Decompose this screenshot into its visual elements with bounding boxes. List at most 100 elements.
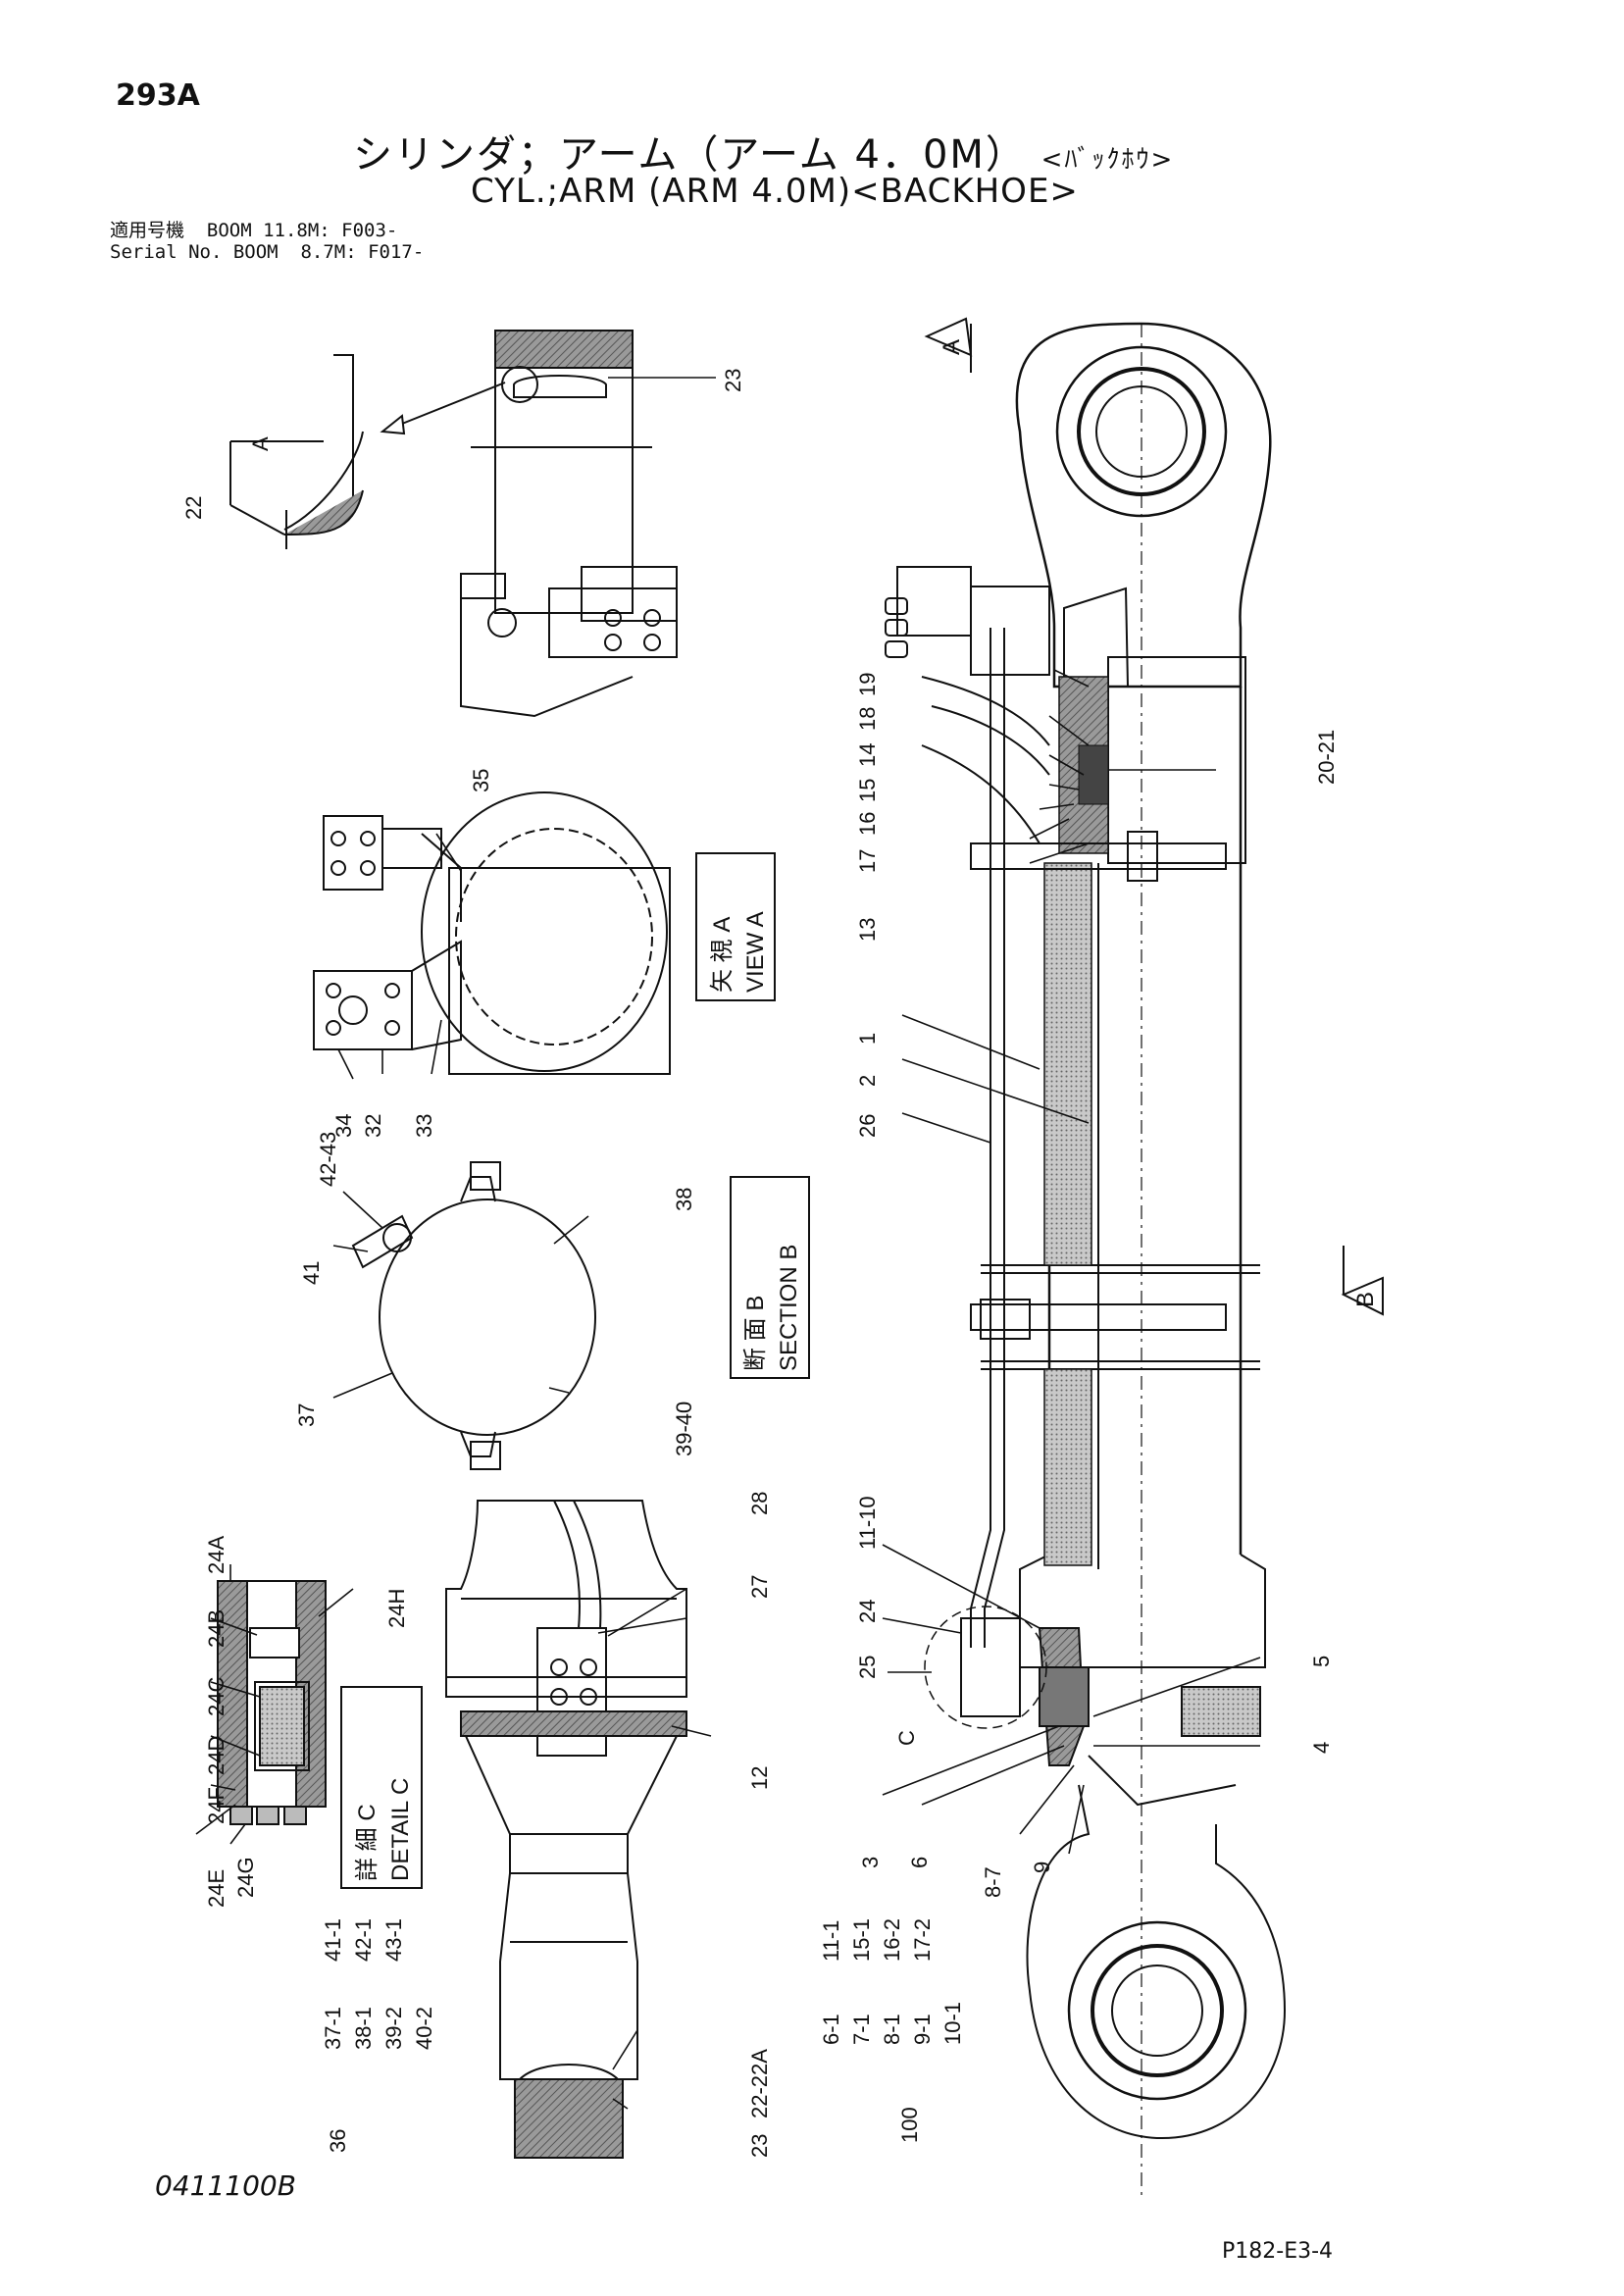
view-a-label-en: VIEW A [742,911,769,993]
callout-42-43: 42-43 [316,1132,340,1187]
callout-17: 17 [855,849,880,873]
title-japanese: シリンダ；アーム（アーム 4．0M） <ﾊﾞｯｸﾎｳ> [353,123,1174,179]
title-japanese-main: シリンダ；アーム（アーム 4．0M） [353,132,1027,178]
arrow-a-letter: A [939,339,965,355]
section-b-label-en: SECTION B [776,1245,802,1371]
callout-24d: 24D [204,1736,228,1775]
view-a-label-box [695,852,776,1001]
callout-36: 36 [326,2129,350,2153]
detail-c-drawing [217,1580,327,1825]
serial-line-2: Serial No. BOOM 8.7M: F017- [110,241,425,263]
callout-23-bottom: 23 [747,2134,772,2158]
kit-36-item-6: 42-1 [351,1918,376,1962]
callout-22-22a: 22-22A [747,2049,772,2118]
callout-24e: 24E [204,1869,228,1908]
view-a-drawing [229,330,678,718]
callout-24c: 24C [204,1677,228,1716]
kit-36-item-7: 43-1 [381,1918,406,1962]
kit-100-item-7: 15-1 [849,1918,874,1962]
callout-26: 26 [855,1114,880,1138]
callout-1: 1 [855,1033,880,1045]
callout-22: 22 [181,496,206,520]
serial-line-1: 適用号機 BOOM 11.8M: F003- [110,220,398,241]
kit-100-item-5: 10-1 [940,2002,965,2045]
callout-24g: 24G [233,1857,258,1898]
kit-100-item-9: 17-2 [910,1918,935,1962]
callout-5: 5 [1309,1656,1334,1667]
detail-c-marker [924,1606,1047,1729]
callout-small-a: A [248,436,273,451]
callout-3: 3 [858,1857,883,1868]
callout-32: 32 [361,1114,385,1138]
page-number: 293A [116,78,200,113]
kit-36-item-4: 40-2 [412,2007,436,2050]
callout-34: 34 [331,1114,356,1138]
callout-12: 12 [747,1766,772,1790]
callout-38: 38 [672,1188,696,1211]
callout-14: 14 [855,743,880,767]
serial-info: 適用号機 BOOM 11.8M: F003- Serial No. BOOM 8… [110,220,424,263]
kit-100-item-8: 16-2 [880,1918,904,1962]
callout-24: 24 [855,1600,880,1623]
callout-35: 35 [469,769,493,792]
kit-100-item-4: 9-1 [910,2014,935,2045]
callout-9: 9 [1030,1862,1054,1873]
kit-100-item-2: 7-1 [849,2014,874,2045]
callout-4: 4 [1309,1742,1334,1754]
title-english: CYL.;ARM (ARM 4.0M)<BACKHOE> [471,172,1079,211]
hydraulic-pipe [921,628,1050,1648]
piston-rod [1043,862,1099,1569]
callout-13: 13 [855,918,880,942]
view-a-round-drawing [313,791,671,1075]
section-b-label-box [730,1176,810,1379]
rod-eye [1026,1784,1287,2140]
callout-20-21: 20-21 [1314,730,1339,785]
gland-assembly [960,1617,1261,1807]
detail-c-label-ja: 詳 細 C [354,1804,381,1881]
cylinder-tube [981,587,1266,1668]
kit-36-item-3: 39-2 [381,2007,406,2050]
callout-25: 25 [855,1656,880,1679]
callout-16: 16 [855,812,880,836]
callout-23-top: 23 [721,369,745,392]
drawing-number: 0411100B [155,2169,296,2202]
callout-6: 6 [907,1857,932,1868]
kit-100-item-6: 11-1 [819,1920,843,1962]
section-arrows [924,317,1384,1316]
callout-39-40: 39-40 [672,1402,696,1456]
section-b-label-ja: 断 面 B [742,1296,769,1371]
leader-lines [195,377,1261,2110]
callout-11-10: 11-10 [855,1496,880,1550]
callout-41: 41 [299,1261,324,1285]
callout-27: 27 [747,1575,772,1599]
callout-24b: 24B [204,1609,228,1648]
arrow-b-letter: B [1352,1292,1379,1307]
kit-36-item-2: 38-1 [351,2007,376,2050]
callout-33: 33 [412,1114,436,1138]
kit-36-item-1: 37-1 [321,2007,345,2050]
main-cylinder [885,322,1287,2197]
callout-28: 28 [747,1492,772,1515]
callout-24a: 24A [204,1536,228,1574]
callout-15: 15 [855,779,880,802]
head-eye [1015,322,1272,689]
callout-24h: 24H [384,1589,409,1628]
detail-c-label-box [340,1686,423,1889]
callout-18: 18 [855,707,880,731]
view-a-label-ja: 矢 視 A [709,917,736,993]
section-b-drawing [351,1161,596,1470]
kit-100-item-1: 6-1 [819,2014,843,2045]
callout-37: 37 [294,1403,319,1427]
page-code: P182-E3-4 [1222,2239,1334,2264]
detail-c-label-en: DETAIL C [387,1778,414,1881]
callout-24f: 24F [204,1787,228,1824]
tube-clamps [970,831,1227,1340]
title-japanese-suffix: <ﾊﾞｯｸﾎｳ> [1040,145,1175,175]
callout-c-mark: C [894,1730,919,1746]
callout-8-7: 8-7 [981,1866,1005,1898]
callout-2: 2 [855,1075,880,1087]
callout-19: 19 [855,673,880,696]
top-port-block [885,566,1050,676]
callout-100: 100 [897,2107,922,2143]
